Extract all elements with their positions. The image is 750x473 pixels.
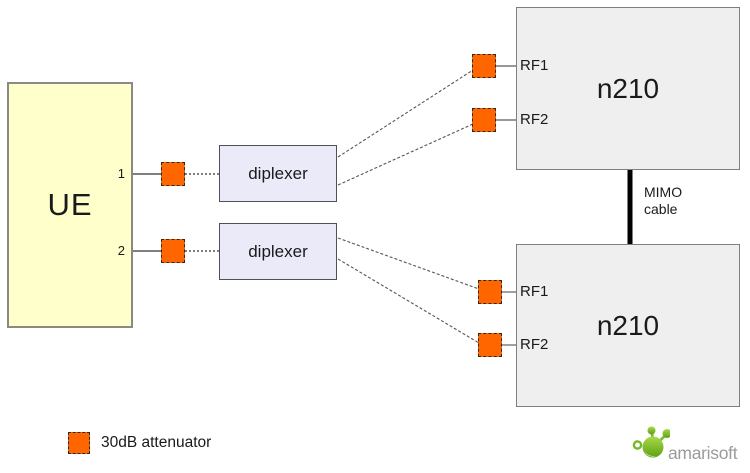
attenuator-top-rf2 <box>472 108 496 132</box>
n210-top-box: n210 <box>516 7 740 170</box>
ue-box: UE <box>7 82 133 328</box>
mimo-cable-label: MIMO cable <box>644 184 683 217</box>
ue-label: UE <box>47 187 93 222</box>
diplexer-1-label: diplexer <box>248 163 308 183</box>
legend-attenuator-label: 30dB attenuator <box>101 434 212 451</box>
ue-port2-label: 2 <box>117 243 125 258</box>
n210-top-label: n210 <box>596 72 660 104</box>
ue-port1-label: 1 <box>117 166 125 181</box>
n210-top-rf2-label: RF2 <box>520 111 549 128</box>
attenuator-ue-port2 <box>161 239 185 263</box>
amarisoft-logo-text: amarisoft <box>668 443 738 463</box>
attenuator-top-rf1 <box>472 54 496 78</box>
amarisoft-logo: amarisoft <box>628 426 746 470</box>
line-diplexer1-rf2 <box>337 123 474 186</box>
amarisoft-logo-icon <box>632 426 670 458</box>
legend-attenuator-swatch <box>68 432 90 454</box>
diplexer-2-box: diplexer <box>219 223 337 280</box>
n210-bottom-rf2-label: RF2 <box>520 336 549 353</box>
attenuator-ue-port1 <box>161 162 185 186</box>
attenuator-bottom-rf2 <box>478 333 502 357</box>
line-diplexer1-rf1 <box>337 69 474 158</box>
diplexer-1-box: diplexer <box>219 145 337 202</box>
diplexer-2-label: diplexer <box>248 241 308 261</box>
line-diplexer2-rf2 <box>337 258 480 344</box>
line-diplexer2-rf1 <box>337 237 480 290</box>
legend: 30dB attenuator <box>68 432 211 454</box>
attenuator-bottom-rf1 <box>478 280 502 304</box>
n210-bottom-box: n210 <box>516 244 740 407</box>
n210-bottom-rf1-label: RF1 <box>520 283 549 300</box>
n210-bottom-label: n210 <box>596 309 660 341</box>
n210-top-rf1-label: RF1 <box>520 57 549 74</box>
